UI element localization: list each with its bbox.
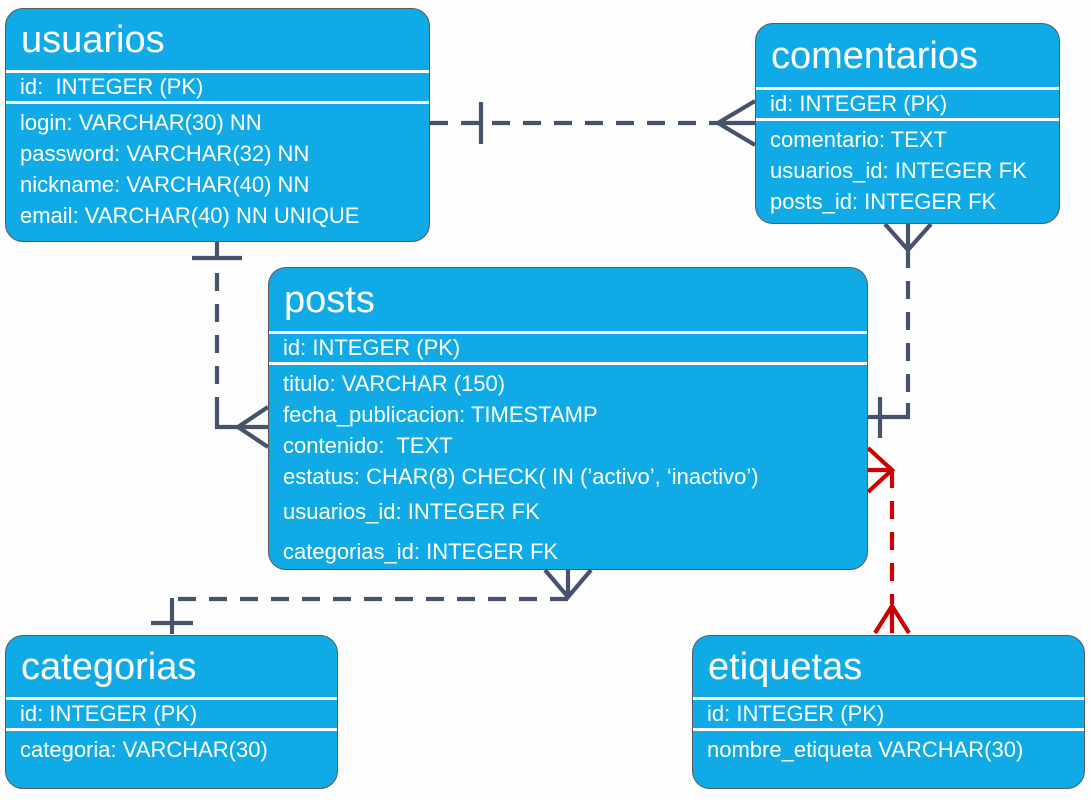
divider bbox=[756, 87, 1059, 90]
entity-categorias[interactable]: categorias id: INTEGER (PK) categoria: V… bbox=[5, 635, 338, 789]
crow-foot-icon bbox=[543, 568, 593, 601]
divider bbox=[6, 697, 337, 700]
divider bbox=[693, 728, 1084, 731]
attribute-row-pk[interactable]: id: INTEGER (PK) bbox=[20, 74, 204, 99]
divider bbox=[6, 728, 337, 731]
crow-foot-icon bbox=[883, 222, 933, 254]
attribute-row[interactable]: categorias_id: INTEGER FK bbox=[283, 539, 559, 564]
entity-title[interactable]: etiquetas bbox=[708, 645, 863, 688]
divider bbox=[269, 362, 867, 365]
attribute-row[interactable]: login: VARCHAR(30) NN bbox=[20, 110, 262, 135]
attribute-row[interactable]: password: VARCHAR(32) NN bbox=[20, 141, 310, 166]
divider bbox=[756, 118, 1059, 121]
relationship-posts-etiquetas-many-to-many[interactable] bbox=[866, 446, 911, 635]
entity-etiquetas[interactable]: etiquetas id: INTEGER (PK) nombre_etique… bbox=[692, 635, 1085, 789]
relationship-posts-comentarios[interactable] bbox=[868, 222, 933, 438]
entity-comentarios[interactable]: comentarios id: INTEGER (PK) comentario:… bbox=[755, 23, 1060, 224]
entity-posts[interactable]: posts id: INTEGER (PK) titulo: VARCHAR (… bbox=[268, 267, 868, 570]
divider bbox=[269, 331, 867, 334]
attribute-row[interactable]: posts_id: INTEGER FK bbox=[770, 189, 997, 214]
relationship-categorias-posts[interactable] bbox=[151, 568, 593, 634]
divider bbox=[6, 70, 429, 73]
attribute-row[interactable]: contenido: TEXT bbox=[283, 433, 453, 458]
attribute-row[interactable]: fecha_publicacion: TIMESTAMP bbox=[283, 402, 598, 427]
relationship-usuarios-comentarios[interactable] bbox=[430, 99, 757, 147]
attribute-row[interactable]: categoria: VARCHAR(30) bbox=[20, 737, 268, 762]
attribute-row[interactable]: comentario: TEXT bbox=[770, 127, 947, 152]
attribute-row[interactable]: email: VARCHAR(40) NN UNIQUE bbox=[20, 203, 360, 228]
relationship-usuarios-posts[interactable] bbox=[192, 242, 270, 449]
attribute-row[interactable]: titulo: VARCHAR (150) bbox=[283, 371, 506, 396]
crow-foot-icon bbox=[234, 405, 270, 449]
entity-title[interactable]: comentarios bbox=[771, 34, 978, 77]
attribute-row[interactable]: nombre_etiqueta VARCHAR(30) bbox=[707, 737, 1024, 762]
attribute-row-pk[interactable]: id: INTEGER (PK) bbox=[770, 91, 948, 116]
attribute-row-pk[interactable]: id: INTEGER (PK) bbox=[283, 335, 461, 360]
attribute-row-pk[interactable]: id: INTEGER (PK) bbox=[20, 701, 198, 726]
divider bbox=[6, 101, 429, 104]
entity-title[interactable]: posts bbox=[284, 278, 375, 321]
crow-foot-icon bbox=[713, 99, 757, 147]
attribute-row[interactable]: nickname: VARCHAR(40) NN bbox=[20, 172, 310, 197]
attribute-row-pk[interactable]: id: INTEGER (PK) bbox=[707, 701, 885, 726]
crow-foot-icon bbox=[866, 446, 896, 494]
entity-title[interactable]: usuarios bbox=[21, 18, 165, 61]
crow-foot-icon bbox=[873, 602, 911, 635]
corner-segment bbox=[868, 403, 911, 420]
entity-usuarios[interactable]: usuarios id: INTEGER (PK) login: VARCHAR… bbox=[5, 8, 430, 242]
attribute-row[interactable]: estatus: CHAR(8) CHECK( IN (’activo’, ‘i… bbox=[283, 464, 759, 489]
attribute-row[interactable]: usuarios_id: INTEGER FK bbox=[283, 499, 540, 524]
divider bbox=[693, 697, 1084, 700]
attribute-row[interactable]: usuarios_id: INTEGER FK bbox=[770, 158, 1027, 183]
corner-segment bbox=[214, 410, 240, 430]
entity-title[interactable]: categorias bbox=[21, 645, 197, 688]
